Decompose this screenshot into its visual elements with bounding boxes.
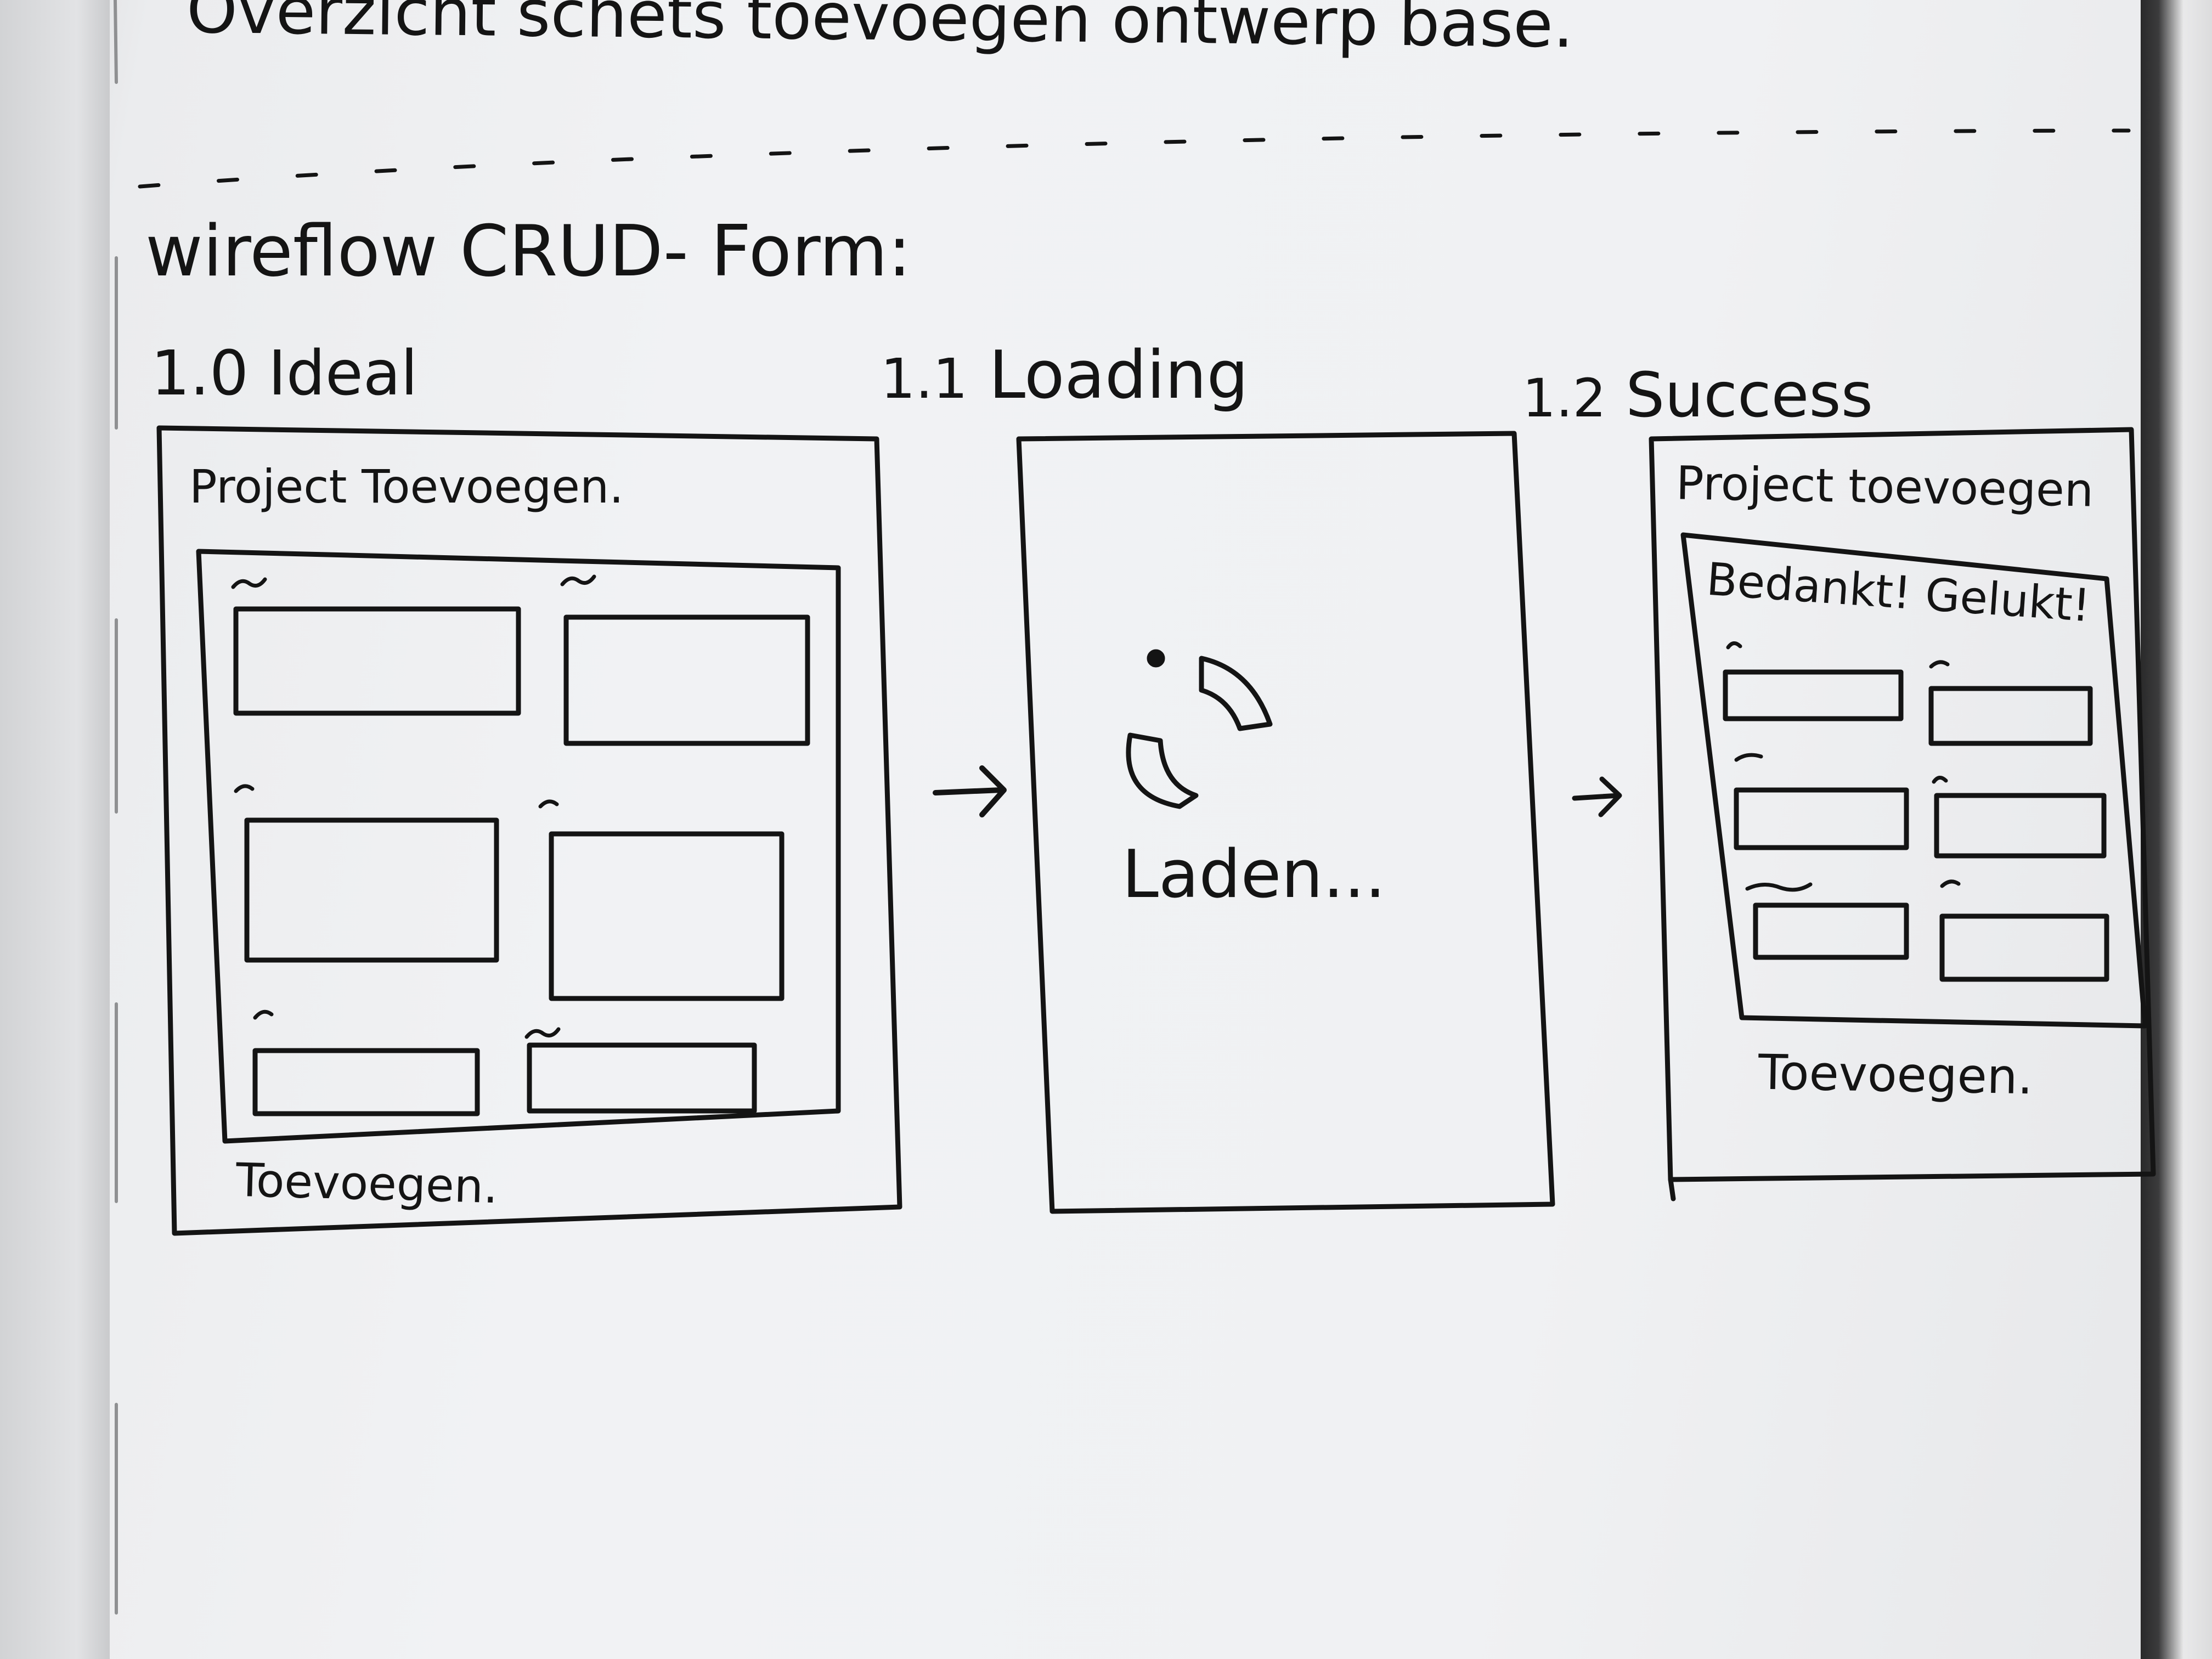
spinner-arc-top [1201,658,1270,729]
success-field-1 [1725,672,1901,719]
step-ideal-label: Ideal [268,338,418,409]
top-note: Overzicht schets toevoegen ontwerp base. [186,0,1575,63]
step-success-number: 1.2 [1522,368,1606,429]
ideal-field-labels [233,577,594,1037]
ideal-submit-label: Toevoegen. [235,1153,499,1214]
step-loading-number: 1.1 [881,347,968,411]
loading-wireframe [1019,433,1553,1211]
ideal-wireframe [159,428,900,1233]
ideal-field-4 [551,834,782,998]
page-heading: wireflow CRUD- Form: [145,211,912,292]
success-submit-label: Toevoegen. [1758,1043,2034,1105]
step-success-label: Success [1626,360,1874,431]
success-field-labels [1728,643,1959,889]
spinner-dot [1149,652,1163,665]
ideal-field-3 [247,820,496,960]
arrow-ideal-to-loading [935,768,1004,815]
ideal-form-box [199,551,838,1141]
binding-stitches [115,0,116,1613]
ideal-field-6 [529,1045,754,1111]
success-field-2 [1931,689,2090,743]
success-field-4 [1937,795,2104,856]
ideal-field-5 [255,1051,477,1114]
success-wireframe [1651,430,2153,1199]
dashed-separator [140,131,2129,187]
spinner-arc-bottom [1128,735,1196,806]
binding-gutter [0,0,110,1659]
notebook-edge [2141,0,2212,1659]
ideal-field-2 [566,617,808,743]
step-loading-label: Loading [989,337,1249,414]
arrow-loading-to-success [1575,779,1620,815]
step-success-title: 1.2 Success [1522,365,1873,426]
success-field-5 [1756,905,1906,957]
success-form-box [1683,535,2145,1026]
ideal-form-title: Project Toevoegen. [189,460,624,514]
step-ideal-number: 1.0 [151,338,249,409]
success-field-6 [1942,916,2107,979]
loading-text: Laden... [1122,837,1386,913]
ideal-field-1 [236,609,518,713]
success-form-title: Project toevoegen [1675,456,2094,517]
success-field-3 [1736,790,1906,848]
step-loading-title: 1.1 Loading [881,343,1249,409]
step-ideal-title: 1.0 Ideal [151,343,418,404]
